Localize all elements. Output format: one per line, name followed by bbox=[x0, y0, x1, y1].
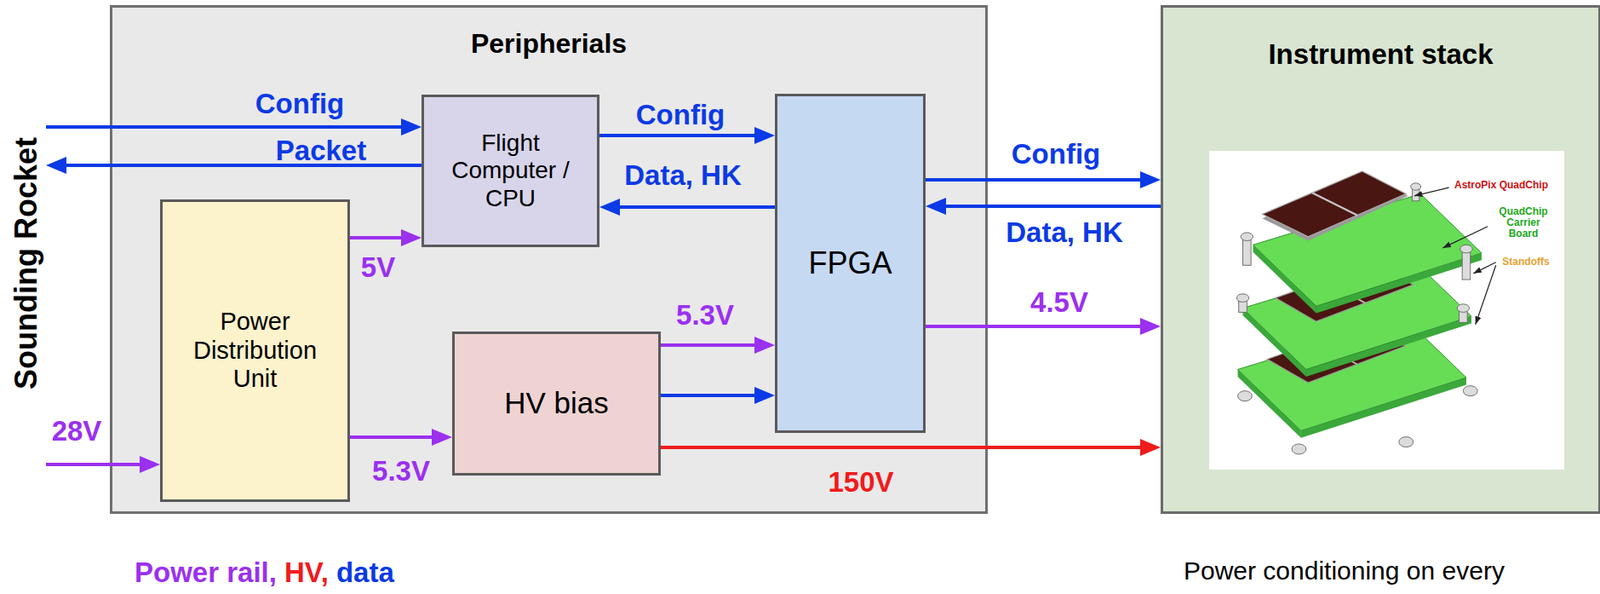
heading-text: Instrument stack bbox=[1163, 7, 1599, 71]
box-label: Flight Computer / CPU bbox=[434, 129, 588, 213]
legend-text: data bbox=[336, 556, 395, 588]
legend-text: Power rail, bbox=[134, 556, 277, 588]
connector-label: Data, HK bbox=[624, 160, 742, 191]
process-box: Power Distribution Unit bbox=[160, 199, 350, 502]
illustration-ground bbox=[1209, 150, 1565, 470]
box-label: Power Distribution Unit bbox=[183, 307, 327, 393]
legend-swatch: HV, bbox=[284, 556, 329, 588]
connector-arrow bbox=[660, 393, 765, 397]
connector-arrow bbox=[349, 235, 412, 240]
connector-arrow bbox=[599, 133, 765, 138]
note-text: Power conditioning on every bbox=[1183, 556, 1505, 585]
connector-arrow bbox=[925, 177, 1151, 182]
connector-arrow bbox=[609, 205, 775, 209]
legend-text: HV, bbox=[284, 556, 329, 588]
endpoint-label: Sounding Rocket bbox=[6, 119, 46, 477]
connector-label: 28V bbox=[51, 415, 103, 447]
callout-label: Standoffs bbox=[1502, 256, 1549, 268]
connector-label: 150V bbox=[827, 466, 894, 498]
heading-text: Peripherials bbox=[112, 7, 986, 60]
process-box: FPGA bbox=[774, 93, 926, 433]
box-label: FPGA bbox=[808, 245, 892, 281]
callout-label: AstroPix QuadChip bbox=[1454, 179, 1549, 191]
legend-swatch: data bbox=[336, 556, 395, 588]
connector-arrow bbox=[349, 435, 442, 439]
standoff bbox=[1236, 183, 1478, 454]
connector-arrow bbox=[45, 125, 412, 129]
connector-arrow bbox=[660, 343, 765, 347]
connector-label: Config bbox=[255, 88, 345, 120]
astropix-quadchip bbox=[1261, 171, 1408, 241]
box-label: HV bias bbox=[504, 385, 609, 420]
connector-label: 5.3V bbox=[372, 455, 431, 487]
heading-text: Sounding Rocket bbox=[8, 137, 44, 390]
connector-arrow bbox=[660, 445, 1151, 449]
callout-label: QuadChip Carrier Board bbox=[1491, 206, 1555, 241]
connector-arrow bbox=[925, 324, 1151, 328]
legend-swatch: Power rail, bbox=[134, 556, 277, 588]
connector-label: Config bbox=[636, 99, 725, 131]
group-box: Instrument stack bbox=[1160, 5, 1600, 514]
connector-label: Config bbox=[1011, 138, 1101, 170]
connector-label: 5.3V bbox=[676, 299, 735, 331]
leader-line bbox=[1414, 187, 1497, 325]
group-box: PeripherialsFlight Computer / CPU Power D… bbox=[109, 5, 988, 514]
instrument-illustration bbox=[1209, 150, 1565, 470]
connector-arrow bbox=[935, 204, 1161, 208]
legend: Power rail,HV,data bbox=[134, 556, 402, 588]
process-box: Flight Computer / CPU bbox=[421, 94, 600, 247]
connector-label: Data, HK bbox=[1005, 217, 1124, 248]
connector-arrow bbox=[56, 163, 422, 167]
connector-label: Packet bbox=[275, 135, 367, 167]
connector-label: 5V bbox=[361, 252, 396, 283]
connector-arrow bbox=[45, 462, 150, 466]
process-box: HV bias bbox=[452, 331, 661, 476]
connector-label: 4.5V bbox=[1030, 286, 1089, 318]
